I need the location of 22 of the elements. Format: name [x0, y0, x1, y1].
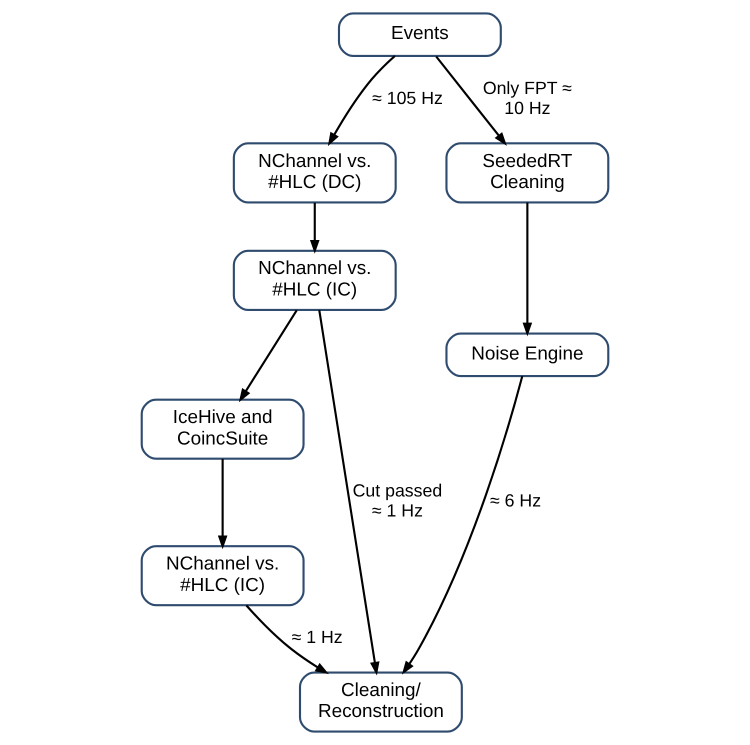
edge-label: ≈ 6 Hz [490, 490, 542, 511]
node-box: IceHive and CoincSuite [140, 398, 305, 460]
arrow [310, 202, 320, 254]
arrow [218, 458, 228, 550]
edge-label: Cut passed ≈ 1 Hz [352, 480, 442, 521]
node-box: NChannel vs. #HLC (DC) [232, 142, 397, 204]
node-box: SeededRT Cleaning [445, 142, 610, 204]
arrow [328, 55, 396, 146]
arrow [246, 604, 329, 674]
edge-label: ≈ 1 Hz [292, 626, 343, 647]
node-box: NChannel vs. #HLC (IC) [140, 545, 305, 606]
node-box: Events [338, 12, 502, 58]
edge-label: Only FPT ≈ 10 Hz [482, 78, 572, 118]
arrow [435, 56, 507, 146]
node-box: Noise Engine [445, 332, 610, 378]
edge-label: ≈ 105 Hz [372, 88, 443, 108]
arrow [522, 202, 532, 336]
arrow [402, 376, 524, 675]
node-box: NChannel vs. #HLC (IC) [232, 250, 397, 311]
arrow [238, 310, 298, 402]
node-box: Cleaning/ Reconstruction [298, 671, 463, 733]
arrow [318, 310, 380, 676]
